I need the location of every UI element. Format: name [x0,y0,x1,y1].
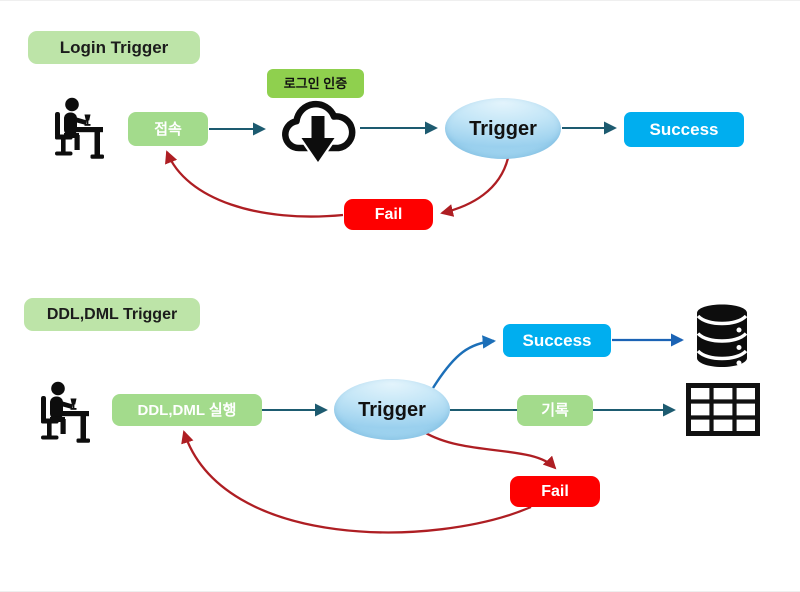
node-login-auth-label: 로그인 인증 [283,76,348,91]
database-icon [695,303,749,369]
node-fail1: Fail [344,199,433,230]
node-trigger1: Trigger [445,98,561,159]
cloud-download-icon [278,96,358,169]
curve-fail2-to-execute [181,430,532,534]
diagram2-title: DDL,DML Trigger [24,298,200,331]
diagram1-title: Login Trigger [28,31,200,64]
curve-trigger2-to-success2 [431,335,497,389]
node-fail2-label: Fail [541,482,569,500]
person-at-desk-icon [50,97,104,159]
node-execute: DDL,DML 실행 [112,394,262,426]
node-trigger2: Trigger [334,379,450,440]
table-grid-icon [686,383,760,436]
curve-fail1-to-connect [165,150,344,218]
diagram1-title-label: Login Trigger [59,38,169,57]
node-connect: 접속 [128,112,208,146]
node-fail1-label: Fail [374,205,403,223]
curve-trigger1-to-fail1 [440,157,510,217]
node-connect-label: 접속 [154,120,182,138]
node-success1: Success [624,112,744,147]
diagram2-title-label: DDL,DML Trigger [46,305,178,323]
node-success2: Success [503,324,611,357]
node-success2-label: Success [522,331,592,350]
node-login-auth: 로그인 인증 [267,69,364,98]
curve-trigger2-to-fail2 [423,431,557,470]
person-at-desk-icon [36,381,90,443]
node-success1-label: Success [649,120,719,139]
node-record: 기록 [517,395,593,426]
node-fail2: Fail [510,476,600,507]
node-trigger1-label: Trigger [469,117,537,140]
node-trigger2-label: Trigger [358,398,426,421]
node-record-label: 기록 [541,402,569,419]
node-execute-label: DDL,DML 실행 [137,401,237,419]
